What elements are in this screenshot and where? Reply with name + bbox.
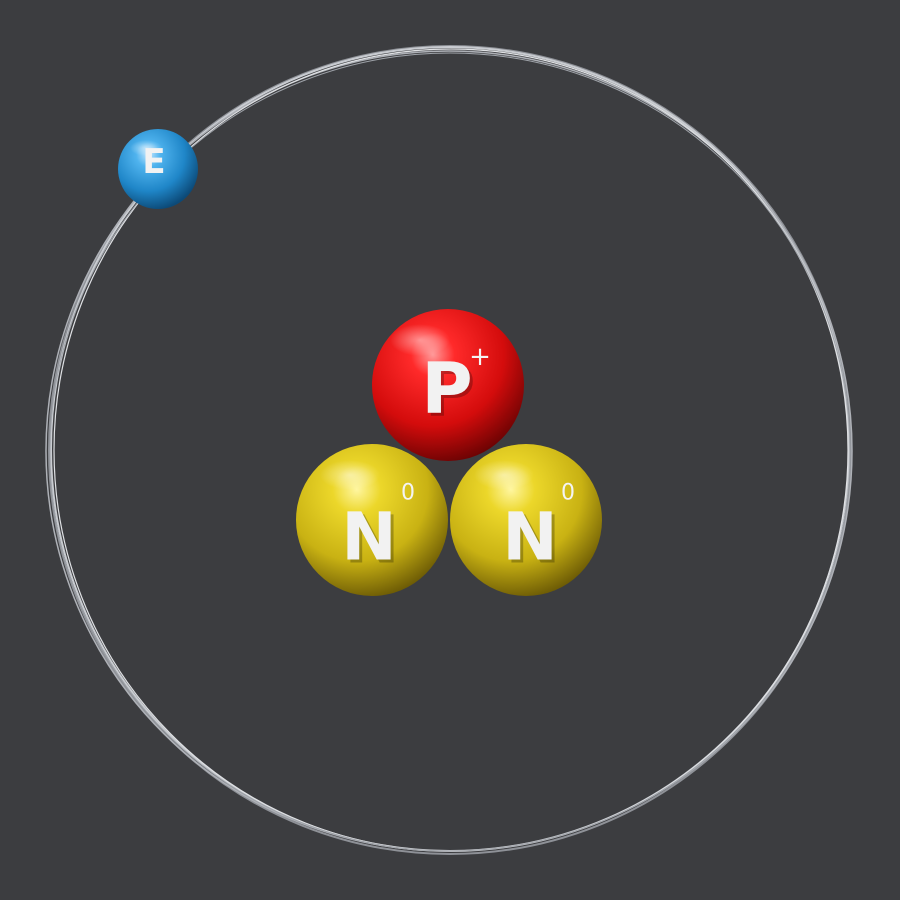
neutron-label-shadow: N: [505, 502, 560, 579]
electron-orbit: [45, 45, 853, 855]
proton-label: P: [421, 348, 472, 430]
neutron-right: N N 0: [450, 444, 602, 596]
proton-charge: +: [469, 342, 491, 372]
nucleus: P P + N N 0 N N 0: [296, 309, 602, 596]
proton-label-shadow: P: [424, 351, 475, 433]
electron-label: E: [142, 142, 165, 182]
neutron-label: N: [502, 499, 557, 576]
neutron-charge: 0: [401, 481, 415, 506]
neutron-charge: 0: [561, 481, 575, 506]
proton: P P +: [372, 309, 524, 461]
neutron-label: N: [341, 499, 396, 576]
electron: E: [118, 129, 198, 209]
neutron-label-shadow: N: [344, 502, 399, 579]
neutron-left: N N 0: [296, 444, 448, 596]
